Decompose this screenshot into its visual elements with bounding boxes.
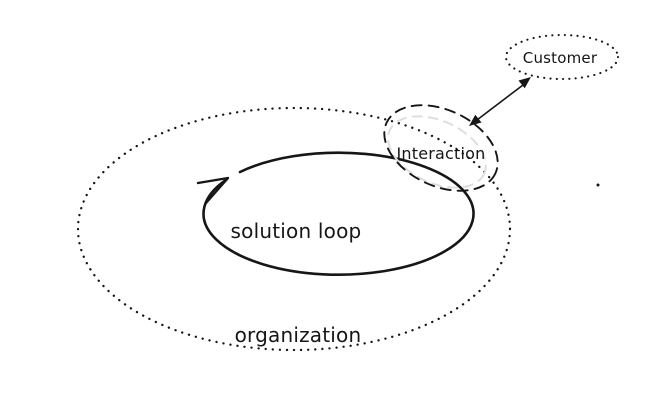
organization-node: organization [76,106,512,352]
solution-loop-node: solution loop [196,151,475,276]
interaction-node: Interaction [383,104,499,192]
customer-label: Customer [523,49,598,67]
customer-node: Customer [504,33,620,81]
arrowhead-customer-end-icon [518,77,531,89]
solution-loop-arrowhead-icon [196,176,230,205]
customer-interaction-edge [469,77,531,126]
interaction-ghost-ellipse [387,115,487,189]
organization-label: organization [235,323,362,347]
organization-boundary-ellipse [76,106,512,352]
interaction-label: Interaction [396,144,485,163]
solution-loop-arrow [202,151,475,276]
arrowhead-interaction-end-icon [469,114,482,126]
edge-line [472,81,528,124]
stray-ink-dot [596,183,600,187]
solution-loop-label: solution loop [231,219,362,243]
customer-ellipse [504,33,620,81]
interaction-ellipse [383,104,499,192]
